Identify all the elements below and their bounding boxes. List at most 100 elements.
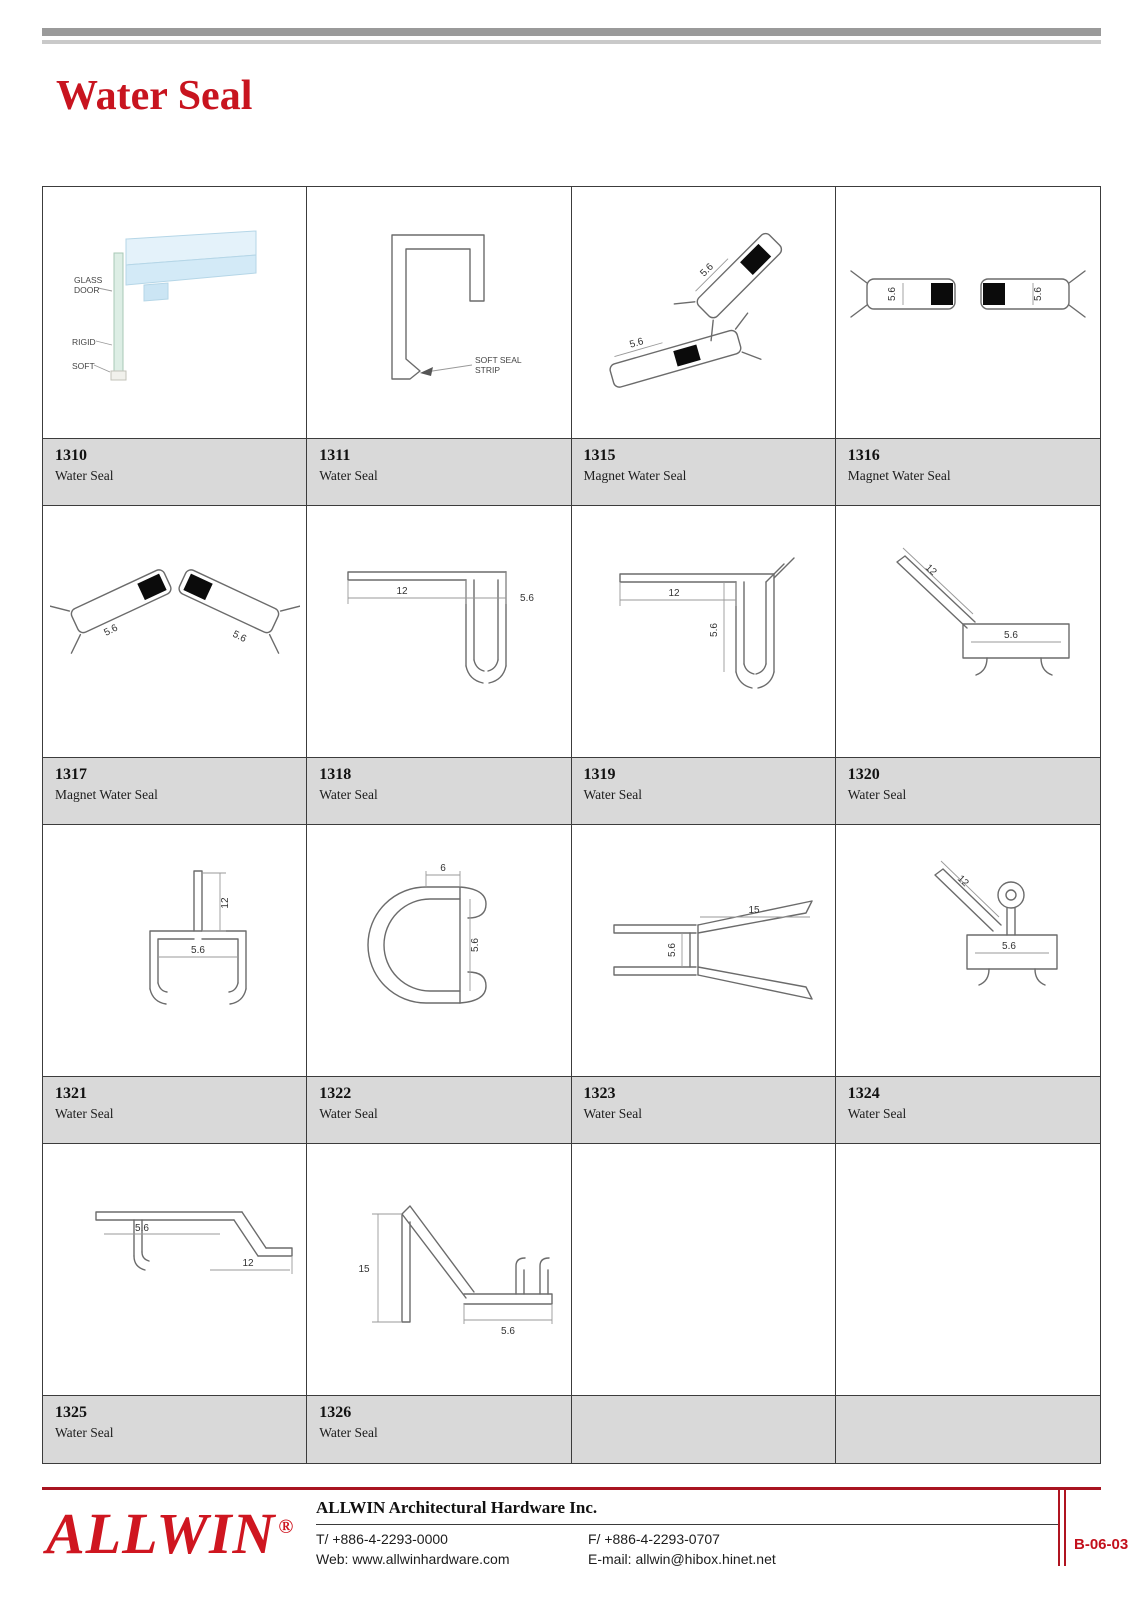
profile-drawing-1316: 5.6 5.6 <box>850 269 1086 318</box>
product-code: 1323 <box>583 1085 616 1102</box>
product-name: Water Seal <box>847 1106 907 1121</box>
dim-label: 5.6 <box>698 261 716 279</box>
dim-label: 12 <box>396 586 408 597</box>
drawing-cell-1318: 12 5.6 <box>307 506 572 758</box>
drawing-cell-1319: 12 5.6 <box>571 506 836 758</box>
profile-drawing-1326: 15 5.6 <box>358 1204 553 1337</box>
product-code: 1317 <box>55 766 87 783</box>
drawing-cell-empty-1 <box>571 1144 836 1396</box>
drawing-cell-1324: 12 5.6 <box>835 825 1100 1077</box>
company-info: ALLWIN Architectural Hardware Inc. T/ +8… <box>316 1498 1058 1567</box>
drawing-cell-1325: 5.6 12 <box>43 1144 308 1396</box>
profile-drawing-1323: 15 5.6 <box>613 899 813 1000</box>
photo-label: SOFT <box>72 361 95 371</box>
label-cell-1316: 1316 Magnet Water Seal <box>835 439 1100 506</box>
label-cell-1319: 1319 Water Seal <box>571 758 836 825</box>
contact-row-web: Web: www.allwinhardware.com E-mail: allw… <box>316 1551 1058 1567</box>
top-divider-light <box>42 40 1101 44</box>
label-cell-1324: 1324 Water Seal <box>835 1077 1100 1144</box>
product-name: Water Seal <box>319 468 378 483</box>
dim-label: 12 <box>220 897 231 909</box>
product-name: Water Seal <box>55 1425 114 1440</box>
product-code: 1311 <box>319 447 351 464</box>
drawing-cell-1326: 15 5.6 <box>307 1144 572 1396</box>
magnet <box>982 282 1005 305</box>
dim-label: 5.6 <box>667 942 678 956</box>
company-divider <box>316 1524 1058 1525</box>
logo-wordmark: ALLWIN <box>46 1501 276 1566</box>
product-code: 1321 <box>55 1085 87 1102</box>
product-code: 1319 <box>583 766 616 783</box>
profile-drawing-1317: 5.6 5.6 <box>49 568 300 654</box>
callout-label: SOFT SEAL <box>475 355 522 365</box>
label-cell-1318: 1318 Water Seal <box>307 758 572 825</box>
profile-drawing-1324: 12 5.6 <box>934 860 1058 986</box>
drawing-cell-1323: 15 5.6 <box>571 825 836 1077</box>
product-code: 1320 <box>847 766 880 783</box>
drawing-cell-1321: 12 5.6 <box>43 825 308 1077</box>
profile-drawing-1321: 12 5.6 <box>148 869 247 1005</box>
profile-drawing-1319: 12 5.6 <box>619 556 795 689</box>
product-code: 1324 <box>847 1085 880 1102</box>
product-code: 1315 <box>583 447 616 464</box>
page-code: B-06-03 <box>1074 1536 1129 1553</box>
fax-number: F/ +886-4-2293-0707 <box>588 1531 720 1547</box>
top-divider-dark <box>42 28 1101 36</box>
dim-label: 12 <box>242 1258 254 1269</box>
company-name: ALLWIN Architectural Hardware Inc. <box>316 1498 598 1517</box>
label-cell-empty-2 <box>835 1396 1100 1463</box>
dim-label: 12 <box>669 588 681 599</box>
magnet <box>740 243 772 275</box>
photo-label: RIGID <box>72 337 96 347</box>
product-name: Water Seal <box>319 1106 378 1121</box>
product-code: 1325 <box>55 1404 87 1421</box>
drawing-cell-1311: SOFT SEAL STRIP <box>307 187 572 439</box>
drawing-cell-1315: 5.6 5.6 <box>571 187 836 439</box>
dim-label: 6 <box>440 863 446 874</box>
drawing-cell-empty-2 <box>835 1144 1100 1396</box>
product-code: 1326 <box>319 1404 352 1421</box>
product-name: Water Seal <box>55 468 114 483</box>
drawing-cell-1320: 12 5.6 <box>835 506 1100 758</box>
dim-label: 15 <box>358 1264 370 1275</box>
drawing-cell-1317: 5.6 5.6 <box>43 506 308 758</box>
profile-drawing-1311: SOFT SEAL STRIP <box>391 233 522 380</box>
dim-label: 5.6 <box>887 286 898 300</box>
dim-label: 15 <box>749 905 761 916</box>
product-name: Magnet Water Seal <box>583 468 687 483</box>
profile-photo-1310: GLASS DOOR RIGID SOFT <box>72 229 257 380</box>
label-cell-1321: 1321 Water Seal <box>43 1077 308 1144</box>
product-name: Magnet Water Seal <box>847 468 951 483</box>
product-name: Water Seal <box>319 787 378 802</box>
product-code: 1310 <box>55 447 87 464</box>
profile-drawing-1315: 5.6 5.6 <box>609 232 783 388</box>
allwin-logo: ALLWIN® <box>46 1500 294 1567</box>
label-cell-1315: 1315 Magnet Water Seal <box>571 439 836 506</box>
product-code: 1318 <box>319 766 352 783</box>
product-grid: GLASS DOOR RIGID SOFT SOFT SEAL STRIP <box>42 186 1101 1464</box>
photo-label: DOOR <box>74 285 100 295</box>
label-cell-1310: 1310 Water Seal <box>43 439 308 506</box>
photo-label: GLASS <box>74 275 103 285</box>
email-address: E-mail: allwin@hibox.hinet.net <box>588 1551 776 1567</box>
footer-divider <box>42 1487 1101 1490</box>
product-name: Water Seal <box>583 787 643 802</box>
profile-drawing-1318: 12 5.6 <box>347 570 534 684</box>
page-title: Water Seal <box>56 73 253 119</box>
label-cell-1317: 1317 Magnet Water Seal <box>43 758 308 825</box>
magnet <box>930 282 953 305</box>
label-cell-1320: 1320 Water Seal <box>835 758 1100 825</box>
dim-label: 5.6 <box>1033 286 1044 300</box>
dim-label: 5.6 <box>102 622 120 638</box>
magnet <box>136 573 167 600</box>
magnet <box>673 344 701 366</box>
label-cell-1326: 1326 Water Seal <box>307 1396 572 1463</box>
dim-label: 5.6 <box>709 622 720 636</box>
contact-row-phone: T/ +886-4-2293-0000 F/ +886-4-2293-0707 <box>316 1531 1058 1547</box>
product-code: 1316 <box>847 447 880 464</box>
website-url: Web: www.allwinhardware.com <box>316 1551 510 1567</box>
registered-mark: ® <box>278 1515 295 1538</box>
label-cell-empty-1 <box>571 1396 836 1463</box>
page-code-divider-1 <box>1058 1490 1060 1566</box>
